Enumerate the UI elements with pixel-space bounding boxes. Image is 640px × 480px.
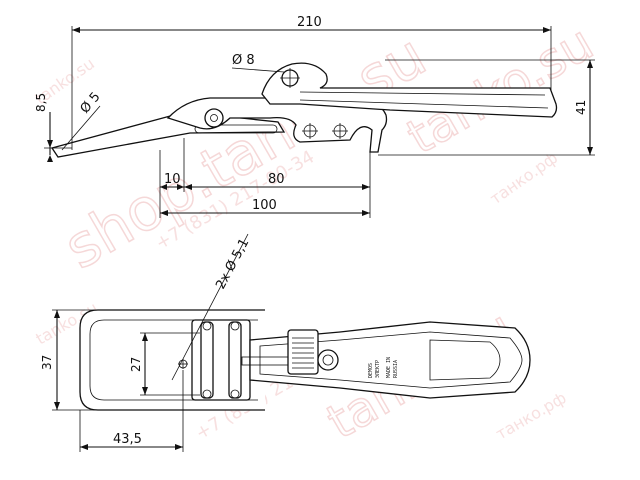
- pivot-ear-left: [200, 321, 214, 399]
- leader-d8: [231, 67, 285, 73]
- dim-d8-label: Ø 8: [232, 53, 255, 68]
- leader-2x-d5-1: [171, 233, 249, 381]
- leader-d5: [61, 105, 101, 151]
- pivot-bushing: [204, 108, 224, 128]
- stamp-line-3: MADE IN: [386, 357, 392, 378]
- adjust-knob: [317, 349, 339, 371]
- dim-41-label: 41: [574, 100, 588, 115]
- side-view: [50, 62, 558, 158]
- dim-80-label: 80: [268, 172, 285, 187]
- pivot-ear-right: [228, 321, 242, 399]
- dim-100-label: 100: [252, 198, 277, 213]
- stamp-line-2: ЭЛЕКТР: [375, 360, 381, 378]
- dim-8-5-label: 8,5: [34, 93, 48, 112]
- plan-view: DEMOS ЭЛЕКТР MADE IN RUSSIA: [79, 309, 531, 411]
- strap-slot: [194, 124, 278, 134]
- pivot-pin: [210, 114, 218, 122]
- stamp-line-1: DEMOS: [368, 363, 374, 378]
- dim-2x-d5-1-label: 2x Ø 5,1: [213, 236, 252, 292]
- lever-recess: [429, 339, 501, 381]
- dim-210-label: 210: [297, 15, 322, 30]
- watermark-domain-rf: танко.рф: [486, 148, 561, 208]
- lever-handle: [261, 62, 558, 118]
- stamp-line-4: RUSSIA: [393, 360, 399, 378]
- dim-43-5-label: 43,5: [113, 432, 142, 447]
- dim-10-label: 10: [164, 172, 181, 187]
- lever-edge: [299, 91, 549, 109]
- dim-27-label: 27: [129, 357, 143, 372]
- dim-d5-label: Ø 5: [78, 90, 104, 117]
- strap-loop-inner: [89, 319, 258, 401]
- dim-37-label: 37: [40, 355, 54, 370]
- watermark-domain-rf-2: танко.рф: [493, 388, 570, 443]
- spring-housing: [287, 329, 319, 375]
- spring-coils: [292, 337, 314, 369]
- lever-body-inner: [259, 331, 523, 389]
